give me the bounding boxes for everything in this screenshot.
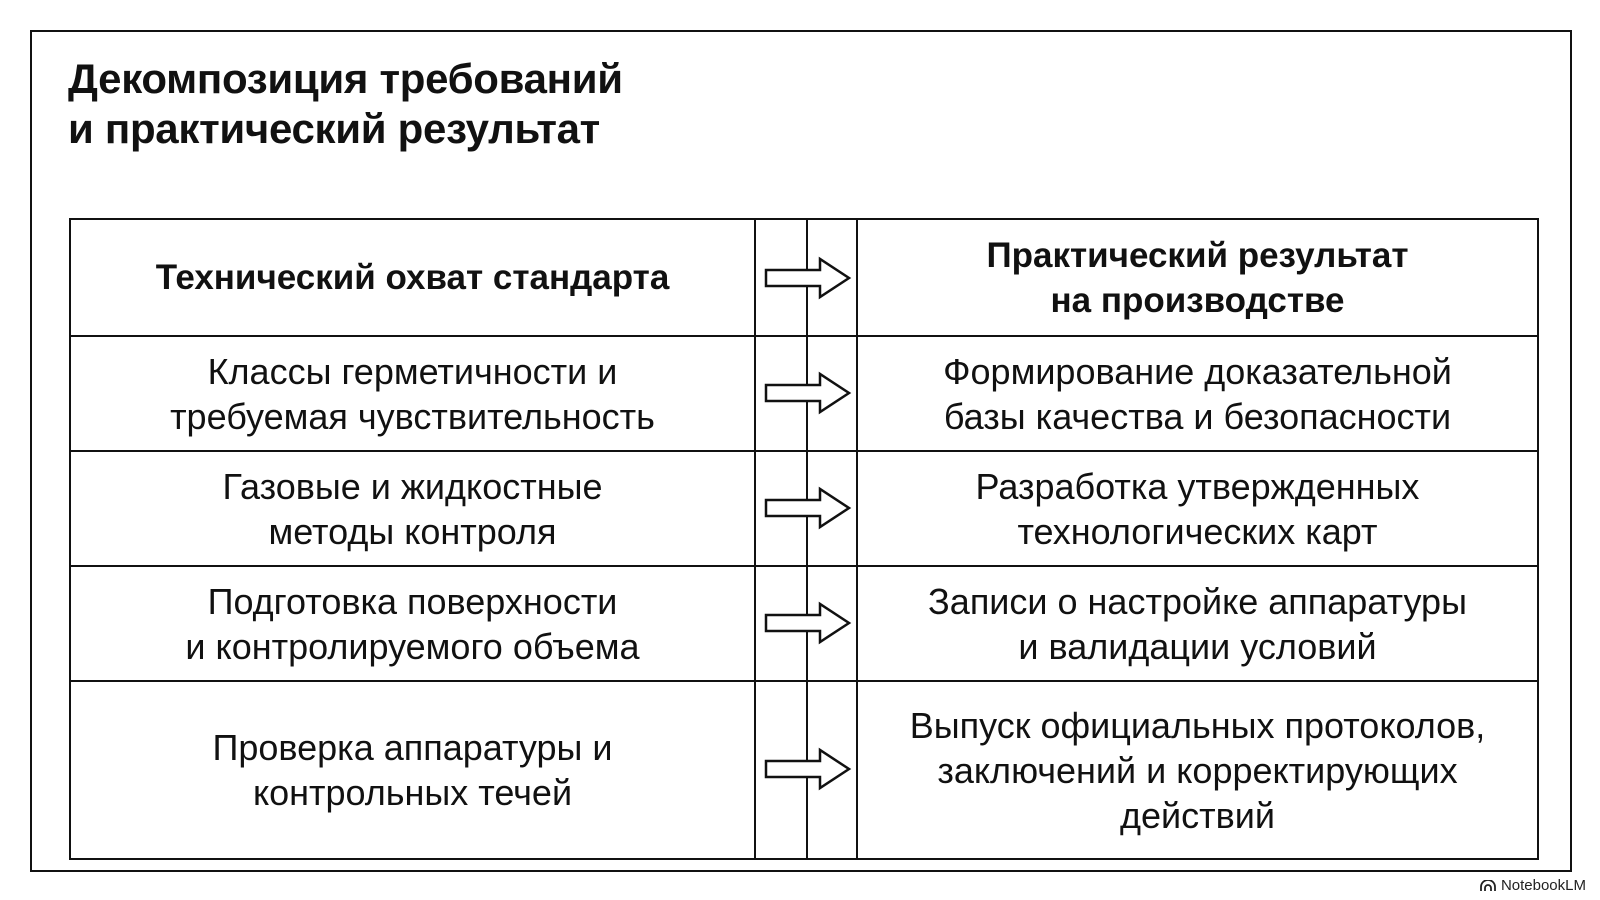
right-arrow-icon	[764, 747, 852, 791]
result-text: Формирование доказательной базы качества…	[943, 350, 1452, 437]
result-text: Выпуск официальных протоколов, заключени…	[909, 704, 1486, 836]
requirement-text: Проверка аппаратуры и контрольных течей	[212, 727, 613, 813]
branding-label: NotebookLM	[1500, 877, 1586, 894]
requirement-cell: Классы герметичности и требуемая чувстви…	[71, 337, 754, 450]
requirement-cell: Подготовка поверхности и контролируемого…	[71, 567, 754, 680]
requirement-text: Подготовка поверхности и контролируемого…	[185, 580, 640, 667]
result-cell: Разработка утвержденных технологических …	[858, 452, 1537, 565]
result-cell: Записи о настройке аппаратуры и валидаци…	[858, 567, 1537, 680]
right-arrow-icon	[764, 256, 852, 300]
result-text: Записи о настройке аппаратуры и валидаци…	[928, 580, 1467, 667]
notebooklm-logo-icon	[1480, 879, 1496, 891]
requirement-cell: Газовые и жидкостные методы контроля	[71, 452, 754, 565]
header-label-right: Практический результат на производстве	[986, 235, 1409, 320]
result-cell: Выпуск официальных протоколов, заключени…	[858, 682, 1537, 858]
notebooklm-branding: NotebookLM	[1480, 877, 1586, 894]
slide-title: Декомпозиция требований и практический р…	[68, 54, 623, 154]
right-arrow-icon	[764, 486, 852, 530]
header-label-left: Технический охват стандарта	[155, 258, 670, 297]
requirements-table: Технический охват стандарта Практический…	[69, 218, 1539, 860]
arrow-column-center-line	[806, 220, 808, 858]
table-header-row: Технический охват стандарта Практический…	[71, 220, 1537, 335]
result-text: Разработка утвержденных технологических …	[975, 465, 1420, 552]
result-cell: Формирование доказательной базы качества…	[858, 337, 1537, 450]
requirement-text: Газовые и жидкостные методы контроля	[222, 465, 603, 552]
slide-title-line-2: и практический результат	[68, 105, 600, 152]
table-row: Подготовка поверхности и контролируемого…	[71, 565, 1537, 680]
requirement-text: Классы герметичности и требуемая чувстви…	[170, 350, 655, 437]
header-cell-left: Технический охват стандарта	[71, 220, 754, 335]
table-row: Классы герметичности и требуемая чувстви…	[71, 335, 1537, 450]
table-row: Проверка аппаратуры и контрольных течей …	[71, 680, 1537, 858]
arrow-column	[754, 220, 858, 858]
right-arrow-icon	[764, 601, 852, 645]
requirement-cell: Проверка аппаратуры и контрольных течей	[71, 682, 754, 858]
header-cell-right: Практический результат на производстве	[858, 220, 1537, 335]
slide-title-line-1: Декомпозиция требований	[68, 55, 623, 102]
right-arrow-icon	[764, 371, 852, 415]
table-row: Газовые и жидкостные методы контроля Раз…	[71, 450, 1537, 565]
